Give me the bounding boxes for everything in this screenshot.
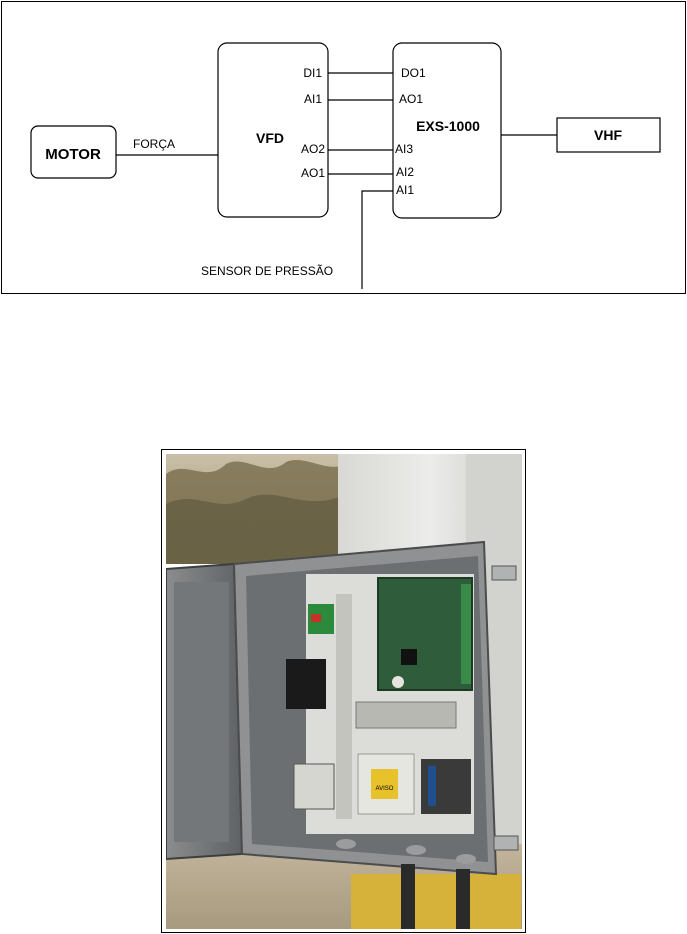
exs-port-do1: DO1 xyxy=(401,66,426,80)
exs-port-ai2: AI2 xyxy=(396,165,414,179)
sensor-label: SENSOR DE PRESSÃO xyxy=(201,264,333,278)
vfd-port-ao1: AO1 xyxy=(301,166,325,180)
conduit-1 xyxy=(401,864,415,929)
relay-red xyxy=(311,614,321,622)
cable-gland-2 xyxy=(406,845,426,855)
board-terminals xyxy=(461,584,471,684)
motor-label: MOTOR xyxy=(45,146,101,163)
vfd-title: VFD xyxy=(256,130,284,146)
vfd-port-di1: DI1 xyxy=(303,66,322,80)
latch-bottom xyxy=(494,836,518,850)
cable-gland-1 xyxy=(336,839,356,849)
cable-gland-3 xyxy=(456,854,476,864)
latch-top xyxy=(492,566,516,580)
vfd-port-ai1: AI1 xyxy=(304,92,322,106)
din-rail xyxy=(336,594,352,819)
conduit-2 xyxy=(456,869,470,929)
sensor-wire xyxy=(362,191,393,289)
yellow-base xyxy=(351,874,521,929)
controller-board xyxy=(378,578,472,690)
exs-port-ai3: AI3 xyxy=(395,142,413,156)
vhf-label: VHF xyxy=(594,127,622,143)
door-inner-panel xyxy=(174,582,229,842)
warning-sign-text: AVISO xyxy=(376,786,394,792)
vfd-port-ao2: AO2 xyxy=(301,142,325,156)
panel-photo-illustration: AVISO xyxy=(166,454,522,929)
control-panel-photo: AVISO xyxy=(161,449,526,933)
board-chip xyxy=(401,649,417,665)
tree-foliage-2 xyxy=(166,494,346,564)
exs-title: EXS-1000 xyxy=(416,118,480,134)
power-supply-block xyxy=(286,659,326,709)
warning-sign xyxy=(371,769,398,799)
board-battery xyxy=(392,676,404,688)
terminal-accent xyxy=(428,766,436,806)
contactor xyxy=(294,764,334,809)
connection-diagram: MOTOR FORÇA VFD DI1 AI1 AO2 AO1 EXS-1000… xyxy=(0,0,687,300)
power-supply xyxy=(356,702,456,728)
forca-label: FORÇA xyxy=(133,137,175,151)
exs-port-ai1: AI1 xyxy=(396,183,414,197)
exs-port-ao1: AO1 xyxy=(399,92,423,106)
